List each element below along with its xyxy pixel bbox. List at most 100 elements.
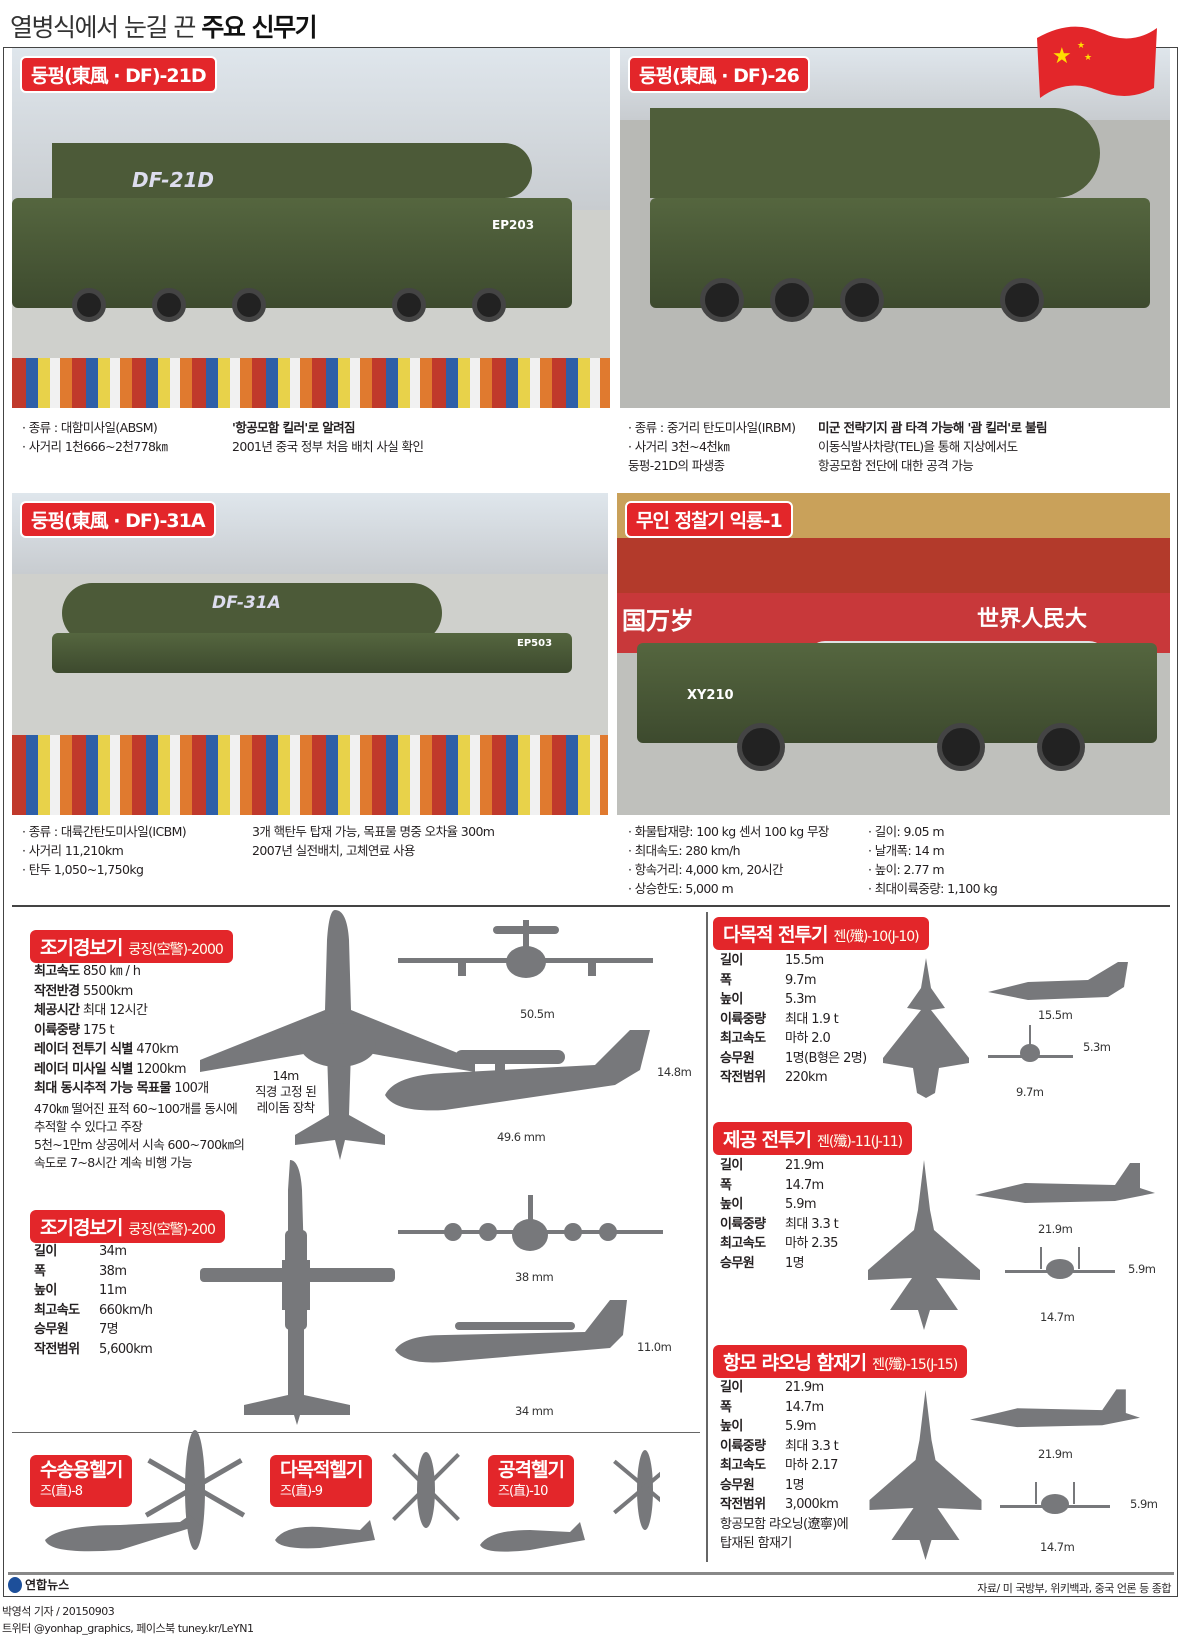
- j15-front-silhouette: [1000, 1482, 1110, 1514]
- note: 3개 핵탄두 탑재 가능, 목표물 명중 오차율 300m: [252, 824, 495, 839]
- infographic-frame: [3, 47, 1178, 1597]
- heli-sub: 즈(直)-10: [498, 1484, 548, 1499]
- spec-value: 최대 12시간: [83, 1003, 148, 1018]
- heli-divider: [12, 1432, 700, 1433]
- missile-marking: DF-21D: [132, 168, 215, 192]
- logo-text: 연합뉴스: [25, 1578, 70, 1592]
- heli-title: 공격헬기: [498, 1459, 565, 1481]
- title-normal: 열병식에서 눈길 끈: [10, 13, 196, 42]
- spec-item: 항속거리: 4,000 km, 20시간: [628, 860, 829, 879]
- spec-value: 5,600km: [99, 1341, 153, 1357]
- spec-value: 15.5m: [785, 953, 824, 968]
- dim-label: 21.9m: [1038, 1447, 1073, 1461]
- j10-front-silhouette: [988, 1025, 1073, 1062]
- spec-value: 최대 3.3 t: [785, 1438, 839, 1454]
- desc-line: 추적할 수 있다고 주장: [34, 1119, 143, 1134]
- svg-text:★: ★: [1077, 41, 1085, 51]
- banner-text: 国万岁: [622, 607, 694, 635]
- spec-key: 최고속도: [34, 964, 80, 979]
- spec-key: 길이: [720, 953, 743, 968]
- spec-key: 길이: [34, 1244, 57, 1259]
- spec-key: 길이: [720, 1380, 743, 1395]
- header-title: 항모 랴오닝 함재기: [723, 1352, 867, 1374]
- spec-item: 최대이륙중량: 1,100 kg: [868, 879, 998, 898]
- spec-item: 종류 : 대륙간탄도미사일(ICBM): [22, 822, 187, 841]
- df31a-specs: 종류 : 대륙간탄도미사일(ICBM)사거리 11,210km탄두 1,050~…: [22, 822, 187, 879]
- spec-value: 11m: [99, 1283, 127, 1298]
- spec-key: 작전범위: [34, 1341, 80, 1357]
- spec-key: 최고속도: [34, 1302, 80, 1318]
- spec-key: 길이: [720, 1158, 743, 1173]
- spec-value: 1명: [785, 1255, 805, 1271]
- spec-value: 1200km: [136, 1061, 186, 1077]
- spec-key: 최고속도: [720, 1031, 766, 1046]
- photo-df21d: DF-21D EP203 둥펑(東風 · DF)-21D: [12, 48, 610, 408]
- df26-specs: 종류 : 중거리 탄도미사일(IRBM)사거리 3천~4천㎞: [628, 418, 796, 456]
- dim-label: 9.7m: [1016, 1085, 1044, 1099]
- spec-value: 5500km: [83, 983, 133, 999]
- spec-value: 마하 2.35: [785, 1236, 838, 1251]
- spec-value: 21.9m: [785, 1380, 824, 1395]
- banner-text: 世界人民大: [977, 607, 1088, 632]
- j11-side-silhouette: [975, 1163, 1155, 1203]
- spec-item: 종류 : 중거리 탄도미사일(IRBM): [628, 418, 796, 437]
- wing-loong-specs: 화물탑재량: 100 kg 센서 100 kg 무장최대속도: 280 km/h…: [628, 822, 830, 898]
- spec-key: 레이더 미사일 식별: [34, 1061, 133, 1077]
- spec-key: 폭: [34, 1263, 46, 1279]
- section-divider: [12, 905, 1170, 907]
- spec-key: 레이더 전투기 식별: [34, 1042, 133, 1057]
- spec-value: 3,000km: [785, 1497, 839, 1512]
- spec-value: 최대 3.3 t: [785, 1216, 839, 1232]
- spec-value: 1명: [785, 1477, 805, 1493]
- kj200-front-silhouette: [398, 1195, 663, 1251]
- spec-item: 화물탑재량: 100 kg 센서 100 kg 무장: [628, 822, 830, 841]
- spec-value: 14.7m: [785, 1399, 824, 1415]
- kj200-top-silhouette: [200, 1160, 395, 1425]
- spec-item: 탄두 1,050~1,750kg: [22, 860, 186, 879]
- spec-key: 높이: [720, 1419, 743, 1434]
- note: 2007년 실전배치, 고체연료 사용: [252, 843, 415, 858]
- photo-label: 둥펑(東風 · DF)-31A: [20, 501, 216, 538]
- footer-divider: [8, 1572, 1174, 1575]
- kj2000-specs: 최고속도 850 ㎞ / h 작전반경 5500km 체공시간 최대 12시간 …: [34, 962, 209, 1099]
- title-bold: 주요 신무기: [201, 13, 317, 42]
- spec-key: 이륙중량: [720, 1011, 766, 1027]
- spec-key: 이륙중량: [720, 1438, 766, 1454]
- spec-value: 470km: [136, 1042, 179, 1057]
- missile-marking: DF-31A: [212, 593, 281, 613]
- j10-top-silhouette: [883, 958, 969, 1098]
- j10-side-silhouette: [988, 962, 1128, 1000]
- spec-item: 사거리 3천~4천㎞: [628, 437, 795, 456]
- kj2000-side-silhouette: [385, 1030, 650, 1111]
- spec-item: 높이: 2.77 m: [868, 860, 997, 879]
- note-headline: 미군 전략기지 괌 타격 가능해 '괌 킬러'로 불림: [818, 420, 1048, 435]
- dim-label: 5.9m: [1130, 1497, 1158, 1511]
- header-sub: 젠(殲)-10(J-10): [833, 929, 920, 945]
- df21d-specs: 종류 : 대함미사일(ABSM)사거리 1천666~2천778㎞: [22, 418, 168, 456]
- svg-text:★: ★: [1052, 44, 1072, 69]
- svg-text:★: ★: [1084, 53, 1092, 63]
- dim-label: 50.5m: [520, 1007, 555, 1021]
- dim-label: 11.0m: [637, 1340, 672, 1354]
- photo-label: 무인 정찰기 익룡-1: [625, 501, 793, 538]
- spec-key: 최대 동시추적 가능 목표물: [34, 1081, 171, 1096]
- spec-value: 38m: [99, 1263, 127, 1279]
- dim-label: 5.9m: [1128, 1262, 1156, 1276]
- spec-key: 최고속도: [720, 1458, 766, 1473]
- note-line: 레이돔 장착: [256, 1100, 315, 1115]
- spec-key: 작전범위: [720, 1070, 766, 1085]
- spec-key: 높이: [720, 992, 743, 1007]
- dim-label: 15.5m: [1038, 1008, 1073, 1022]
- desc-line: 470㎞ 떨어진 표적 60~100개를 동시에: [34, 1101, 238, 1116]
- column-divider: [706, 912, 708, 1562]
